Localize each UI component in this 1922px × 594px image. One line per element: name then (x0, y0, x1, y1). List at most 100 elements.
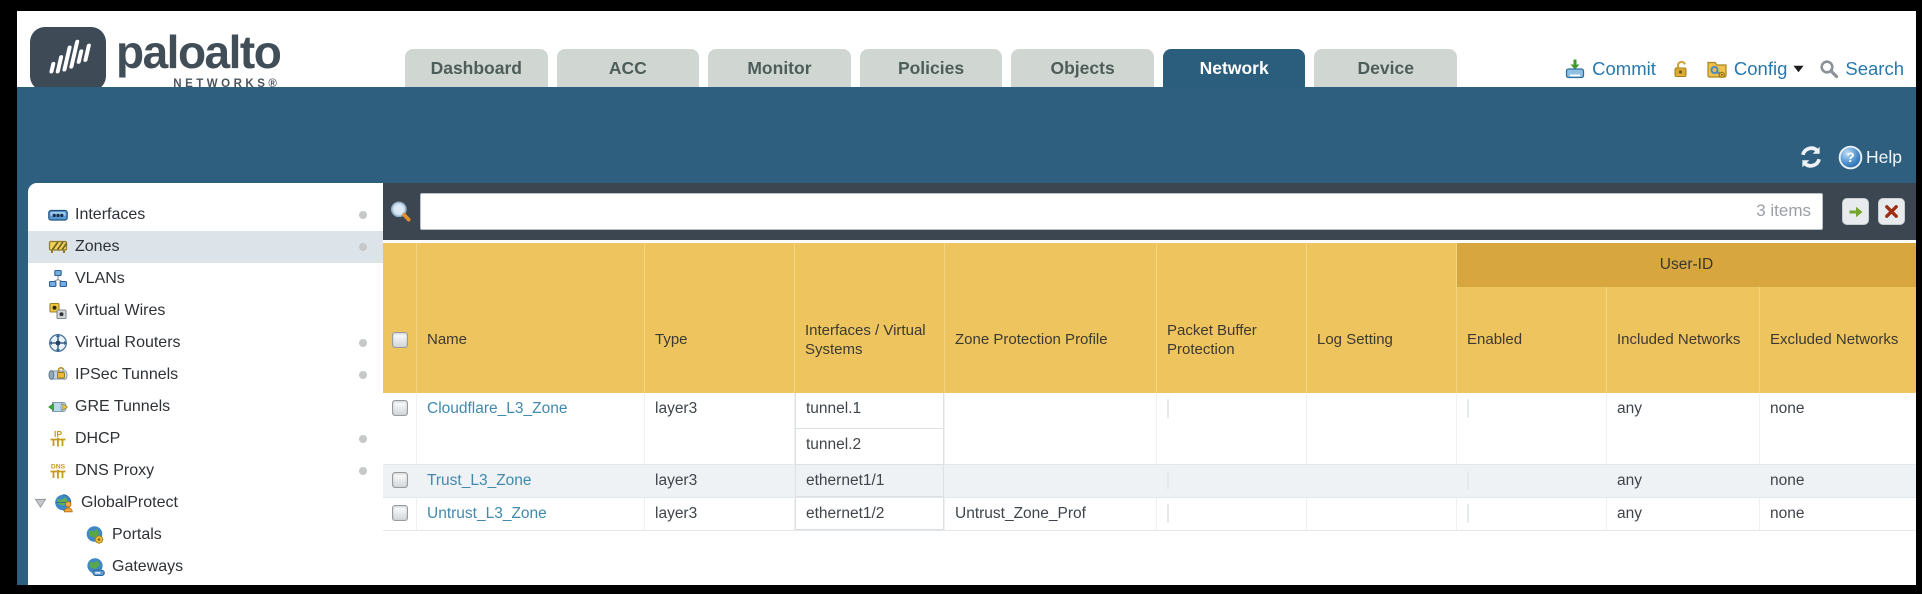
status-dot (359, 243, 367, 251)
virtual-routers-icon (48, 333, 68, 353)
log-setting-cell (1307, 498, 1457, 530)
interfaces-icon (48, 205, 68, 225)
row-checkbox[interactable] (383, 393, 417, 464)
zone-name-link[interactable]: Cloudflare_L3_Zone (427, 400, 568, 417)
column-header-included-networks[interactable]: Included Networks (1607, 287, 1760, 393)
disabled-checkbox-icon (1467, 399, 1469, 418)
excluded-networks-cell: none (1770, 400, 1805, 417)
log-setting-cell (1307, 465, 1457, 497)
checkbox-icon (391, 332, 408, 348)
virtual-wires-icon (48, 301, 68, 321)
packet-buffer-protection-cell (1157, 498, 1307, 530)
svg-text:?: ? (1846, 150, 1854, 165)
zone-name-cell: Untrust_L3_Zone (417, 498, 645, 530)
clear-x-icon (1884, 204, 1899, 219)
sidebar-item-interfaces[interactable]: Interfaces (28, 199, 383, 231)
chevron-down-icon (1793, 65, 1804, 73)
column-header-excluded-networks[interactable]: Excluded Networks (1770, 331, 1899, 349)
zone-name-link[interactable]: Untrust_L3_Zone (427, 505, 547, 522)
zone-name-cell: Cloudflare_L3_Zone (417, 393, 645, 464)
row-checkbox[interactable] (383, 465, 417, 497)
column-header-zone-protection-profile[interactable]: Zone Protection Profile (945, 243, 1157, 393)
tab-acc[interactable]: ACC (556, 49, 700, 87)
status-dot (359, 371, 367, 379)
column-header-enabled[interactable]: Enabled (1457, 287, 1607, 393)
clear-filter-button[interactable] (1878, 198, 1905, 225)
sidebar-item-label: GRE Tunnels (75, 398, 171, 415)
tab-device[interactable]: Device (1314, 49, 1458, 87)
help-icon: ? (1838, 145, 1863, 170)
config-menu-button[interactable]: Config (1706, 58, 1804, 80)
tab-network[interactable]: Network (1162, 49, 1306, 87)
filter-search-icon (388, 199, 414, 225)
select-all-checkbox[interactable] (383, 243, 417, 393)
commit-button[interactable]: Commit (1564, 58, 1656, 80)
items-count: 3 items (1756, 201, 1811, 220)
interface-cell: ethernet1/2 (795, 498, 944, 530)
portals-icon (85, 525, 105, 545)
sidebar-item-virtual-wires[interactable]: Virtual Wires (28, 295, 383, 327)
column-header-log-setting[interactable]: Log Setting (1307, 243, 1457, 393)
commit-label: Commit (1592, 58, 1656, 79)
included-networks-cell: any (1607, 393, 1760, 464)
filter-input[interactable] (420, 193, 1823, 230)
sidebar-item-label: IPSec Tunnels (75, 366, 179, 383)
gre-tunnels-icon (48, 397, 68, 417)
sidebar-item-vlans[interactable]: VLANs (28, 263, 383, 295)
sidebar-item-gre-tunnels[interactable]: GRE Tunnels (28, 391, 383, 423)
column-header-interfaces-virtual-systems[interactable]: Interfaces / Virtual Systems (795, 243, 945, 393)
sidebar-item-label: Virtual Routers (75, 334, 181, 351)
top-toolbar: Commit Config Search (1564, 58, 1904, 80)
disabled-checkbox-icon (1167, 471, 1169, 490)
disabled-checkbox-icon (1167, 399, 1169, 418)
sidebar-item-globalprotect[interactable]: GlobalProtect (28, 487, 383, 519)
svg-text:IP: IP (54, 429, 62, 439)
banner-bar: ? Help (17, 87, 1916, 183)
column-header-name[interactable]: Name (417, 243, 645, 393)
tab-dashboard[interactable]: Dashboard (405, 49, 548, 87)
tab-policies[interactable]: Policies (859, 49, 1003, 87)
sidebar-item-zones[interactable]: Zones (28, 231, 383, 263)
zone-protection-profile-cell (945, 393, 1157, 464)
sidebar-item-portals[interactable]: Portals (28, 519, 383, 551)
sidebar-item-label: Zones (75, 238, 120, 255)
search-button[interactable]: Search (1819, 58, 1904, 80)
sidebar-item-label: Portals (112, 526, 162, 543)
filter-bar: 3 items (383, 183, 1916, 243)
zone-protection-profile-cell (945, 465, 1157, 497)
gateways-icon (85, 557, 105, 577)
vlans-icon (48, 269, 68, 289)
user-id-group-header: User-ID (1457, 243, 1916, 287)
search-icon (1819, 59, 1839, 79)
sidebar-item-gateways[interactable]: Gateways (28, 551, 383, 583)
user-id-enabled-cell (1457, 393, 1607, 464)
apply-filter-button[interactable] (1842, 198, 1869, 225)
refresh-icon[interactable] (1798, 144, 1824, 170)
dns-proxy-icon: DNS (48, 461, 68, 481)
globalprotect-icon (54, 493, 74, 513)
zone-protection-profile-cell: Untrust_Zone_Prof (945, 498, 1157, 530)
filter-input-wrap: 3 items (420, 193, 1823, 230)
row-checkbox[interactable] (383, 498, 417, 530)
dhcp-icon: IP (48, 429, 68, 449)
tab-monitor[interactable]: Monitor (708, 49, 851, 87)
lock-button[interactable] (1671, 59, 1691, 79)
checkbox-icon (391, 400, 408, 416)
column-header-packet-buffer-protection[interactable]: Packet Buffer Protection (1157, 243, 1307, 393)
tab-objects[interactable]: Objects (1011, 49, 1154, 87)
user-id-enabled-cell (1457, 498, 1607, 530)
column-header-type[interactable]: Type (645, 243, 795, 393)
log-setting-cell (1307, 393, 1457, 464)
help-button[interactable]: ? Help (1838, 145, 1902, 170)
zone-name-link[interactable]: Trust_L3_Zone (427, 472, 532, 489)
banner-actions: ? Help (1798, 144, 1902, 170)
sidebar-item-ipsec-tunnels[interactable]: IPSec Tunnels (28, 359, 383, 391)
sidebar-item-virtual-routers[interactable]: Virtual Routers (28, 327, 383, 359)
